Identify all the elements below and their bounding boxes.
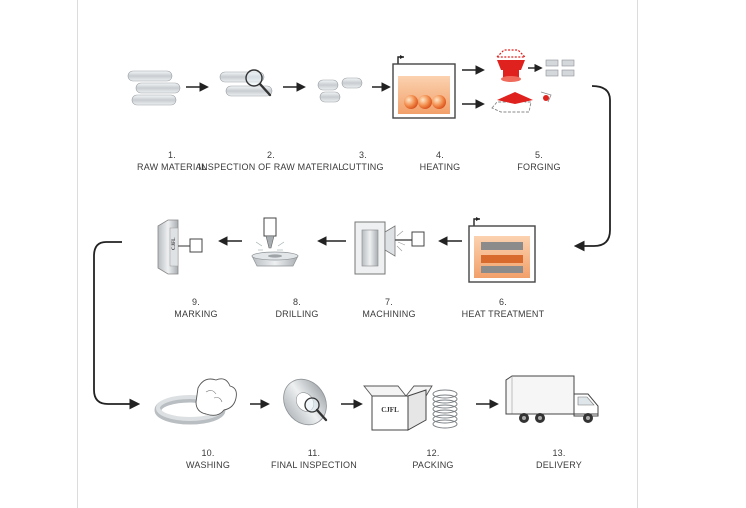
final-inspection-flange-icon bbox=[283, 378, 328, 426]
step-8-label: 8. DRILLING bbox=[222, 296, 372, 320]
step-name: HEATING bbox=[419, 162, 461, 172]
frame-left-border bbox=[77, 0, 78, 508]
step-name: PACKING bbox=[412, 460, 454, 470]
step-name: DRILLING bbox=[275, 309, 319, 319]
connector-9-10 bbox=[93, 241, 141, 410]
marking-stamp-icon bbox=[157, 219, 203, 275]
step-6-label: 6. HEAT TREATMENT bbox=[428, 296, 578, 320]
step-name: FINAL INSPECTION bbox=[271, 460, 357, 470]
forged-blank-icon bbox=[545, 59, 575, 77]
step-number: 3. bbox=[359, 150, 367, 160]
step-3-label: 3. CUTTING bbox=[288, 149, 438, 173]
step-number: 8. bbox=[293, 297, 301, 307]
drilling-machine-icon bbox=[251, 217, 299, 267]
step-number: 10. bbox=[201, 448, 215, 458]
cutting-billets-icon bbox=[317, 77, 363, 103]
step-7-label: 7. MACHINING bbox=[314, 296, 464, 320]
step-name: DELIVERY bbox=[536, 460, 582, 470]
step-name: FORGING bbox=[517, 162, 561, 172]
step-name: CUTTING bbox=[342, 162, 384, 172]
step-number: 9. bbox=[192, 297, 200, 307]
step-number: 7. bbox=[385, 297, 393, 307]
step-number: 2. bbox=[267, 150, 275, 160]
step-4-label: 4. HEATING bbox=[365, 149, 515, 173]
packing-box-icon bbox=[363, 385, 458, 431]
step-number: 6. bbox=[499, 297, 507, 307]
step-name: RAW MATERIAL bbox=[137, 162, 207, 172]
box-stamp-text: CJFL bbox=[381, 406, 399, 414]
machining-lathe-icon bbox=[354, 221, 425, 275]
step-13-label: 13. DELIVERY bbox=[484, 447, 634, 471]
step-number: 5. bbox=[535, 150, 543, 160]
step-10-label: 10. WASHING bbox=[133, 447, 283, 471]
heat-treatment-furnace-icon bbox=[468, 217, 536, 283]
step-number: 11. bbox=[307, 448, 321, 458]
step-name: WASHING bbox=[185, 460, 231, 470]
marking-stamp-text: CJFL bbox=[172, 237, 177, 250]
step-name: INSPECTION OF RAW MATERIAL bbox=[198, 162, 344, 172]
delivery-truck-icon bbox=[505, 375, 599, 423]
inspection-magnifier-icon bbox=[219, 69, 273, 97]
step-number: 12. bbox=[426, 448, 440, 458]
step-name: MACHINING bbox=[362, 309, 416, 319]
step-11-label: 11. FINAL INSPECTION bbox=[239, 447, 389, 471]
step-5-label: 5. FORGING bbox=[464, 149, 614, 173]
step-number: 1. bbox=[168, 150, 176, 160]
step-9-label: 9. MARKING bbox=[121, 296, 271, 320]
step-name: MARKING bbox=[174, 309, 218, 319]
step-1-label: 1. RAW MATERIAL bbox=[97, 149, 247, 173]
step-12-label: 12. PACKING bbox=[358, 447, 508, 471]
step-2-label: 2. INSPECTION OF RAW MATERIAL bbox=[196, 149, 346, 173]
connector-5-6 bbox=[573, 85, 611, 252]
forging-die-icon bbox=[491, 49, 552, 113]
raw-material-bars-icon bbox=[127, 70, 181, 106]
step-number: 13. bbox=[552, 448, 566, 458]
washing-ring-icon bbox=[154, 378, 237, 425]
heating-furnace-icon bbox=[392, 55, 456, 119]
step-number: 4. bbox=[436, 150, 444, 160]
frame-right-border bbox=[637, 0, 638, 508]
step-name: HEAT TREATMENT bbox=[461, 309, 545, 319]
